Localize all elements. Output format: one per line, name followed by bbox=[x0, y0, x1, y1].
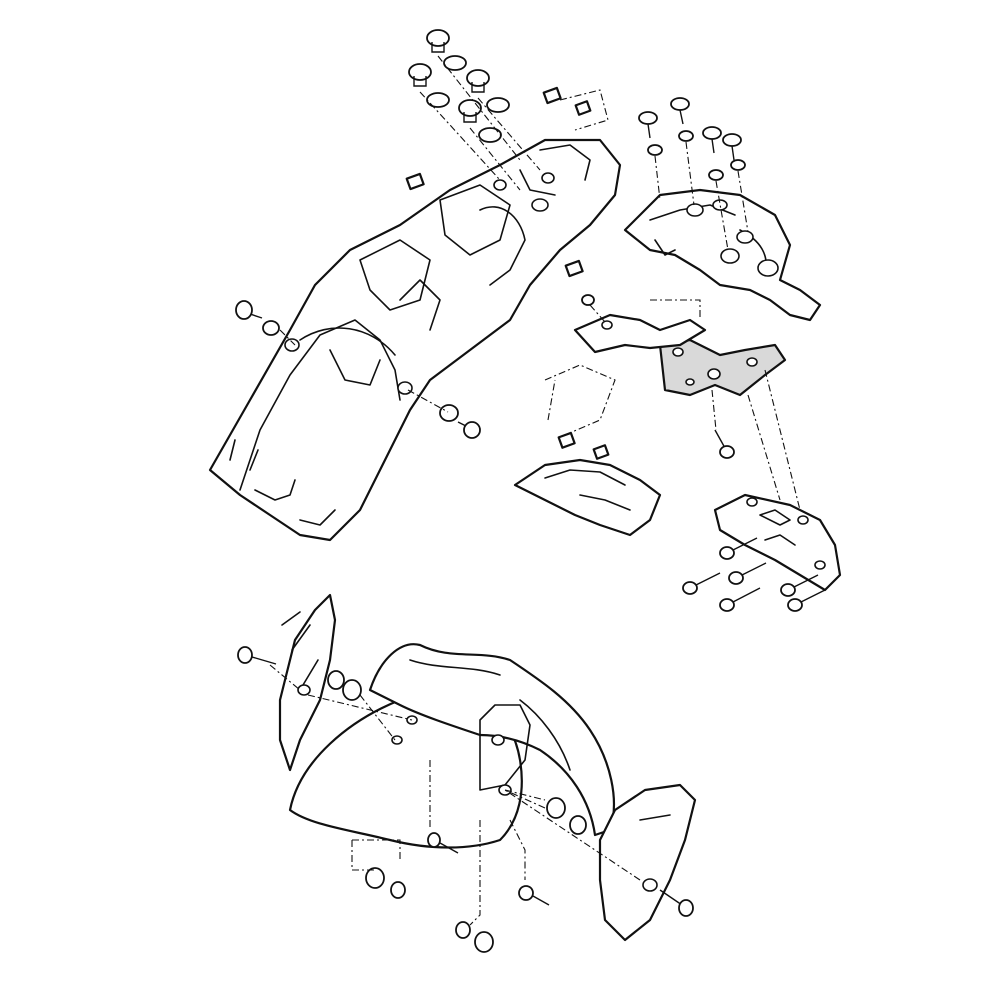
grommet-icon bbox=[342, 679, 362, 701]
bolt-icon bbox=[458, 99, 482, 123]
grommets-and-collars bbox=[327, 670, 587, 953]
undertray bbox=[513, 364, 662, 537]
grommet-icon bbox=[474, 931, 494, 953]
screw-icon bbox=[638, 111, 663, 156]
screw-icon bbox=[780, 574, 819, 597]
washer-icon bbox=[426, 92, 450, 108]
washer-icon bbox=[478, 127, 502, 143]
front-fender-leaders bbox=[269, 664, 641, 926]
grommet-icon bbox=[365, 867, 385, 889]
front-fender bbox=[288, 643, 616, 849]
fender-bolt-stack bbox=[408, 29, 541, 191]
washer-icon bbox=[443, 55, 467, 71]
grommet-icon bbox=[327, 670, 345, 690]
bracket-screw-lower bbox=[711, 389, 735, 459]
screw-icon bbox=[682, 572, 721, 595]
screw-icon bbox=[722, 133, 746, 171]
bolt-icon bbox=[408, 63, 432, 87]
clip-nut-icon bbox=[592, 444, 610, 460]
screw-icon bbox=[237, 646, 277, 665]
plate-bracket-upper bbox=[573, 294, 707, 354]
grommet-icon bbox=[569, 815, 587, 835]
bolt-icon bbox=[426, 29, 450, 53]
plate-holder-screws bbox=[682, 537, 826, 612]
screw-icon bbox=[670, 97, 694, 142]
bolt-icon bbox=[518, 885, 550, 906]
screw-icon bbox=[581, 294, 595, 306]
screw-icon bbox=[659, 889, 694, 917]
side-bolt-left bbox=[235, 300, 296, 346]
washer-icon bbox=[486, 97, 510, 113]
front-fender-bolts bbox=[427, 832, 550, 906]
bolt-icon bbox=[427, 832, 459, 854]
clip-nut-icon bbox=[405, 86, 609, 278]
license-plate-bracket bbox=[658, 338, 787, 397]
clip-nut-icon bbox=[557, 431, 576, 449]
tail-bracket bbox=[623, 188, 822, 322]
grommet-icon bbox=[390, 881, 406, 899]
screw-icon bbox=[719, 537, 758, 560]
bolt-icon bbox=[466, 69, 490, 93]
plate-holder bbox=[713, 369, 842, 592]
screw-icon bbox=[787, 589, 826, 612]
front-fender-left-cover bbox=[237, 593, 337, 772]
rear-inner-fender bbox=[208, 138, 622, 542]
front-fender-right-cover bbox=[598, 783, 697, 942]
side-bolt-right bbox=[407, 389, 481, 439]
screw-icon bbox=[728, 562, 767, 585]
screw-icon bbox=[702, 126, 724, 181]
screw-icon bbox=[719, 587, 761, 612]
grommet-icon bbox=[546, 797, 566, 819]
tail-bracket-screws bbox=[638, 97, 749, 251]
grommet-icon bbox=[455, 921, 471, 939]
